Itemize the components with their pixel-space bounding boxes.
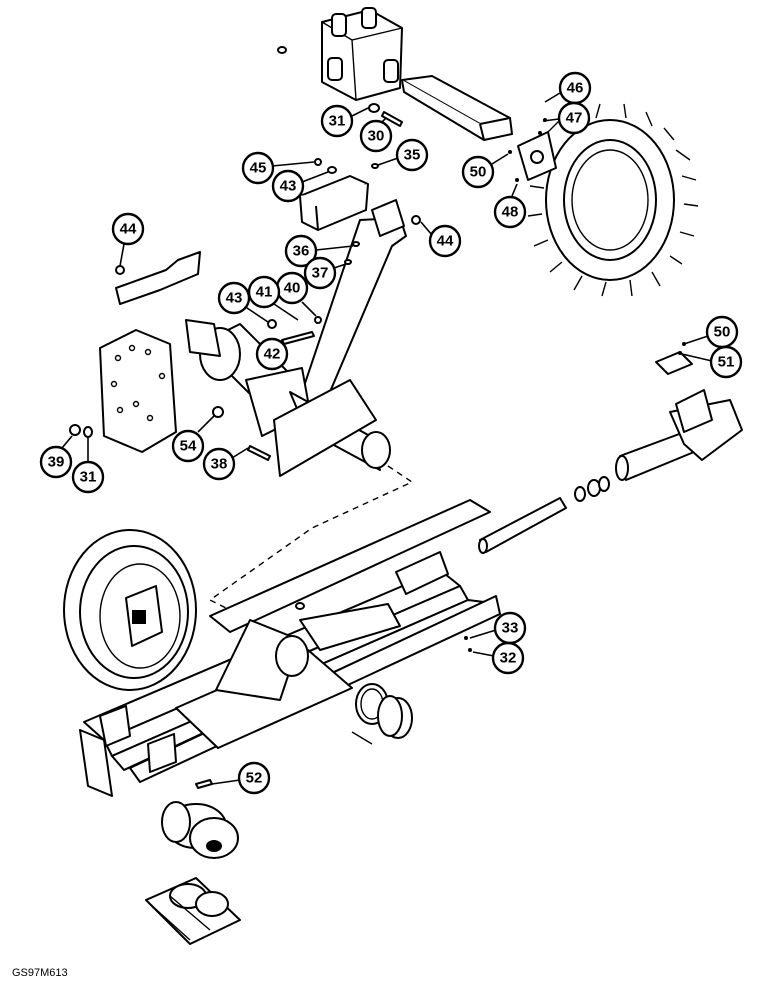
callout-47: 47 — [542, 101, 591, 135]
callout-47-label: 47 — [566, 110, 583, 127]
callout-50b-label: 50 — [714, 324, 731, 341]
callout-52: 52 — [211, 761, 271, 795]
callout-35: 35 — [377, 138, 429, 172]
callout-43b-label: 43 — [226, 290, 243, 307]
callout-50b: 50 — [683, 315, 739, 349]
callout-30: 30 — [359, 117, 393, 153]
callout-31b: 31 — [71, 438, 105, 494]
housing-block — [277, 7, 403, 101]
callouts: 46 47 31 30 45 43 35 — [39, 71, 743, 795]
callout-36: 36 — [284, 234, 354, 268]
callout-37-label: 37 — [312, 265, 329, 282]
recoil-rod — [478, 476, 610, 554]
callout-46-label: 46 — [567, 80, 584, 97]
callout-52-label: 52 — [246, 770, 263, 787]
callout-42-label: 42 — [264, 346, 281, 363]
callout-32-label: 32 — [500, 650, 517, 667]
callout-38: 38 — [202, 447, 249, 481]
callout-46: 46 — [544, 71, 592, 105]
callout-48-label: 48 — [502, 204, 519, 221]
gasket-plate — [115, 251, 201, 305]
spindle-assembly — [185, 319, 391, 477]
callout-40-label: 40 — [284, 280, 301, 297]
callout-38-label: 38 — [211, 456, 228, 473]
callout-54-label: 54 — [180, 438, 197, 455]
channel-cover — [401, 75, 513, 141]
recoil-yoke — [615, 351, 743, 481]
callout-44b: 44 — [420, 221, 462, 258]
front-idler-wheel — [63, 529, 197, 691]
track-roller-upper — [161, 801, 239, 859]
callout-31b-label: 31 — [80, 469, 97, 486]
bolt-30-group — [368, 103, 403, 127]
callout-39: 39 — [39, 435, 73, 479]
callout-44a-label: 44 — [120, 221, 137, 238]
callout-41: 41 — [247, 275, 299, 321]
callout-51-label: 51 — [718, 354, 735, 371]
callout-51: 51 — [681, 345, 743, 379]
callout-44a: 44 — [111, 212, 145, 267]
callout-32: 32 — [472, 641, 525, 675]
callout-37: 37 — [303, 256, 347, 290]
drive-sprocket — [517, 103, 699, 297]
callout-41-label: 41 — [256, 284, 273, 301]
callout-42: 42 — [255, 337, 289, 371]
callout-30-label: 30 — [368, 128, 385, 145]
callout-54: 54 — [171, 415, 215, 463]
seal-rings — [351, 683, 413, 745]
mounting-flange-plate — [99, 329, 177, 453]
callout-33: 33 — [469, 611, 527, 645]
callout-48: 48 — [493, 183, 527, 229]
callout-45-label: 45 — [250, 160, 267, 177]
callout-31a: 31 — [320, 104, 369, 138]
callout-39-label: 39 — [48, 454, 65, 471]
bracket-plate — [299, 175, 369, 231]
callout-50a-label: 50 — [470, 164, 487, 181]
callout-43b: 43 — [217, 281, 269, 323]
callout-36-label: 36 — [293, 243, 310, 260]
callout-50a: 50 — [461, 153, 509, 189]
callout-44b-label: 44 — [437, 233, 454, 250]
callout-40: 40 — [275, 271, 317, 317]
callout-33-label: 33 — [502, 620, 519, 637]
track-frame — [79, 499, 501, 797]
callout-43a: 43 — [271, 169, 329, 203]
callout-35-label: 35 — [404, 147, 421, 164]
figure-code: GS97M613 — [12, 967, 68, 979]
callout-31a-label: 31 — [329, 113, 346, 130]
track-roller-lower — [145, 877, 241, 945]
callout-43a-label: 43 — [280, 178, 297, 195]
callout-45: 45 — [241, 151, 315, 185]
